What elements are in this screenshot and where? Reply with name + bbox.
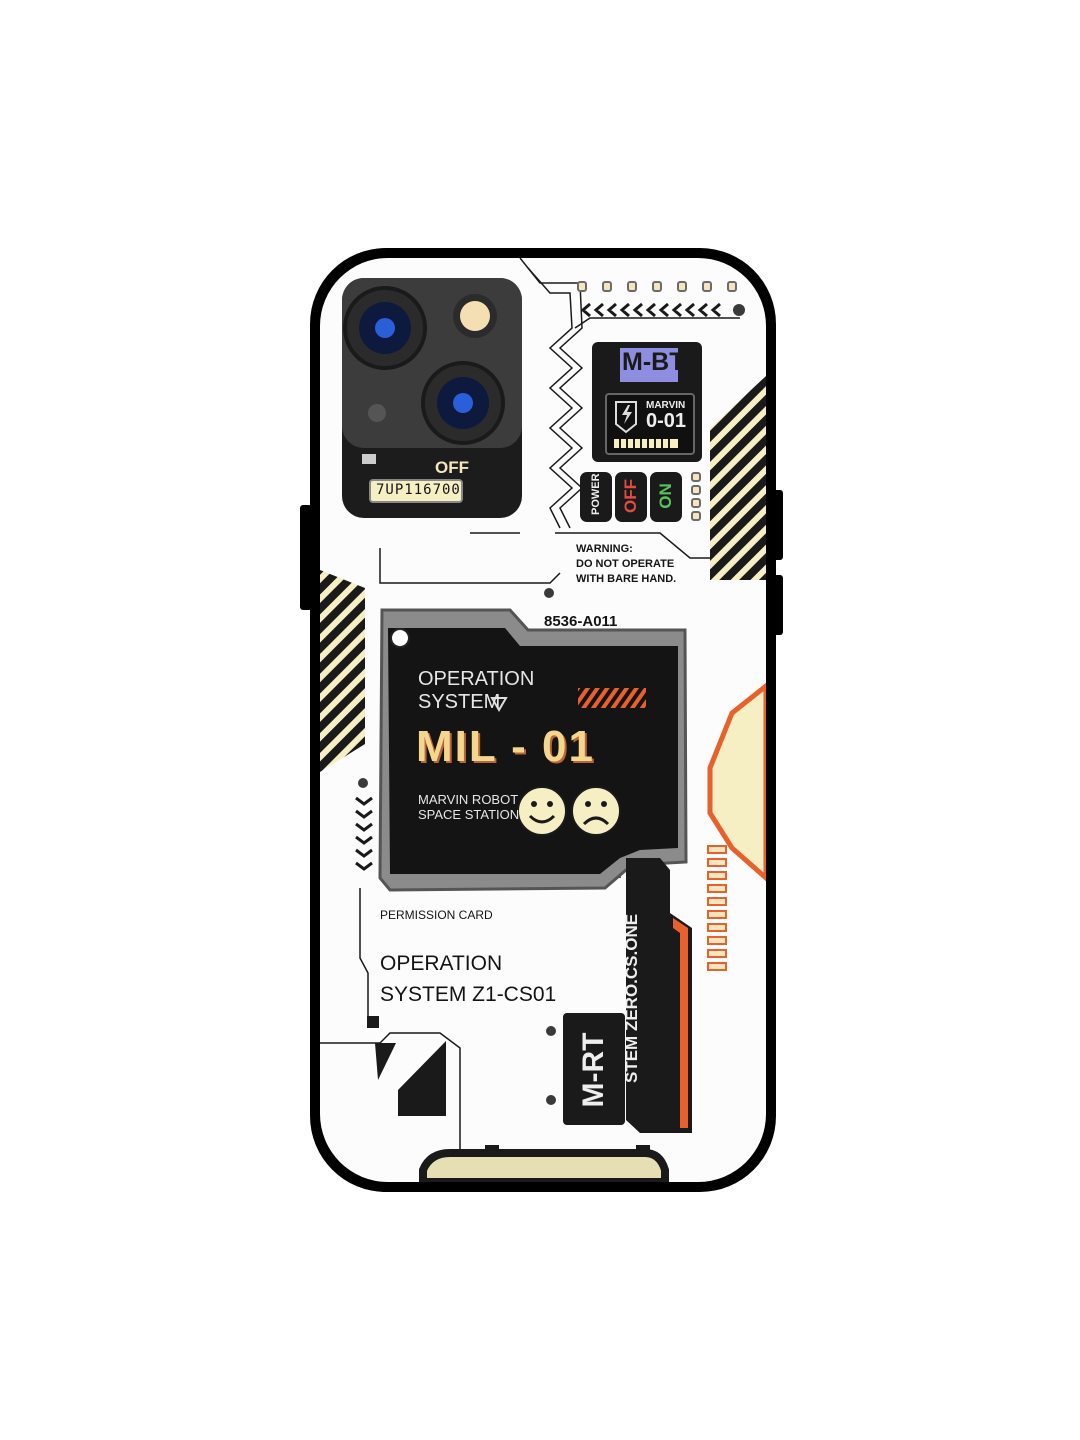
case-back-panel: OFF 7UP116700 M-BT MARVIN 0-01 POWER OFF… xyxy=(320,258,766,1182)
screen-model: MIL - 01 xyxy=(416,722,596,771)
orange-ladder xyxy=(707,845,727,971)
on-switch-label[interactable]: ON xyxy=(656,483,675,509)
frown-icon xyxy=(571,786,621,836)
screen-heading-line-1: OPERATION xyxy=(418,668,535,690)
heading-triangle-icon xyxy=(490,697,508,712)
warning-line-3: WITH BARE HAND. xyxy=(576,573,677,585)
side-vertical-text: STEM ZERO.CS.ONE xyxy=(622,913,641,1083)
mbt-name: MARVIN xyxy=(646,400,686,411)
permission-line-1: OPERATION xyxy=(380,952,503,975)
mbt-module xyxy=(592,342,702,462)
permission-label: PERMISSION CARD xyxy=(380,908,493,922)
chevron-icon xyxy=(580,302,721,318)
camera-status-label: OFF xyxy=(435,458,469,477)
smile-icon xyxy=(517,786,567,836)
off-switch-label[interactable]: OFF xyxy=(621,479,640,513)
screen-serial: 8536-A011 xyxy=(544,613,618,630)
hazard-stripes-left xyxy=(320,570,365,772)
switch-panel xyxy=(580,472,682,522)
triangle-logo-icon xyxy=(390,628,410,648)
mbt-code: 0-01 xyxy=(646,410,687,432)
side-contact-dots xyxy=(691,472,701,521)
power-switch-label[interactable]: POWER xyxy=(590,473,602,515)
warning-line-1: WARNING: xyxy=(576,543,633,555)
cream-hex-panel xyxy=(707,682,766,882)
side-vertical-panel xyxy=(563,858,692,1133)
bottom-cutout xyxy=(419,1149,669,1182)
camera-module xyxy=(342,278,522,518)
mbt-badge: M-BT xyxy=(622,348,685,376)
camera-readout: 7UP116700 xyxy=(376,482,461,498)
top-contact-dots xyxy=(577,281,737,292)
permission-line-2: SYSTEM Z1-CS01 xyxy=(380,983,557,1006)
chevron-icon xyxy=(355,796,373,871)
screen-heading-line-2: SYSTEM xyxy=(418,691,501,713)
volume-button xyxy=(300,505,312,610)
side-badge: M-RT xyxy=(577,1032,610,1108)
power-button-lower xyxy=(773,575,783,635)
power-button-upper xyxy=(773,490,783,560)
hazard-stripes-right xyxy=(710,376,766,580)
circuit-graphics xyxy=(320,258,766,1182)
lightning-shield-icon xyxy=(615,401,637,434)
screen-sub-line-2: SPACE STATION xyxy=(418,807,520,822)
orange-stripe-patch xyxy=(578,688,646,708)
screen-sub-line-1: MARVIN ROBOT xyxy=(418,792,519,807)
warning-line-2: DO NOT OPERATE xyxy=(576,558,675,570)
